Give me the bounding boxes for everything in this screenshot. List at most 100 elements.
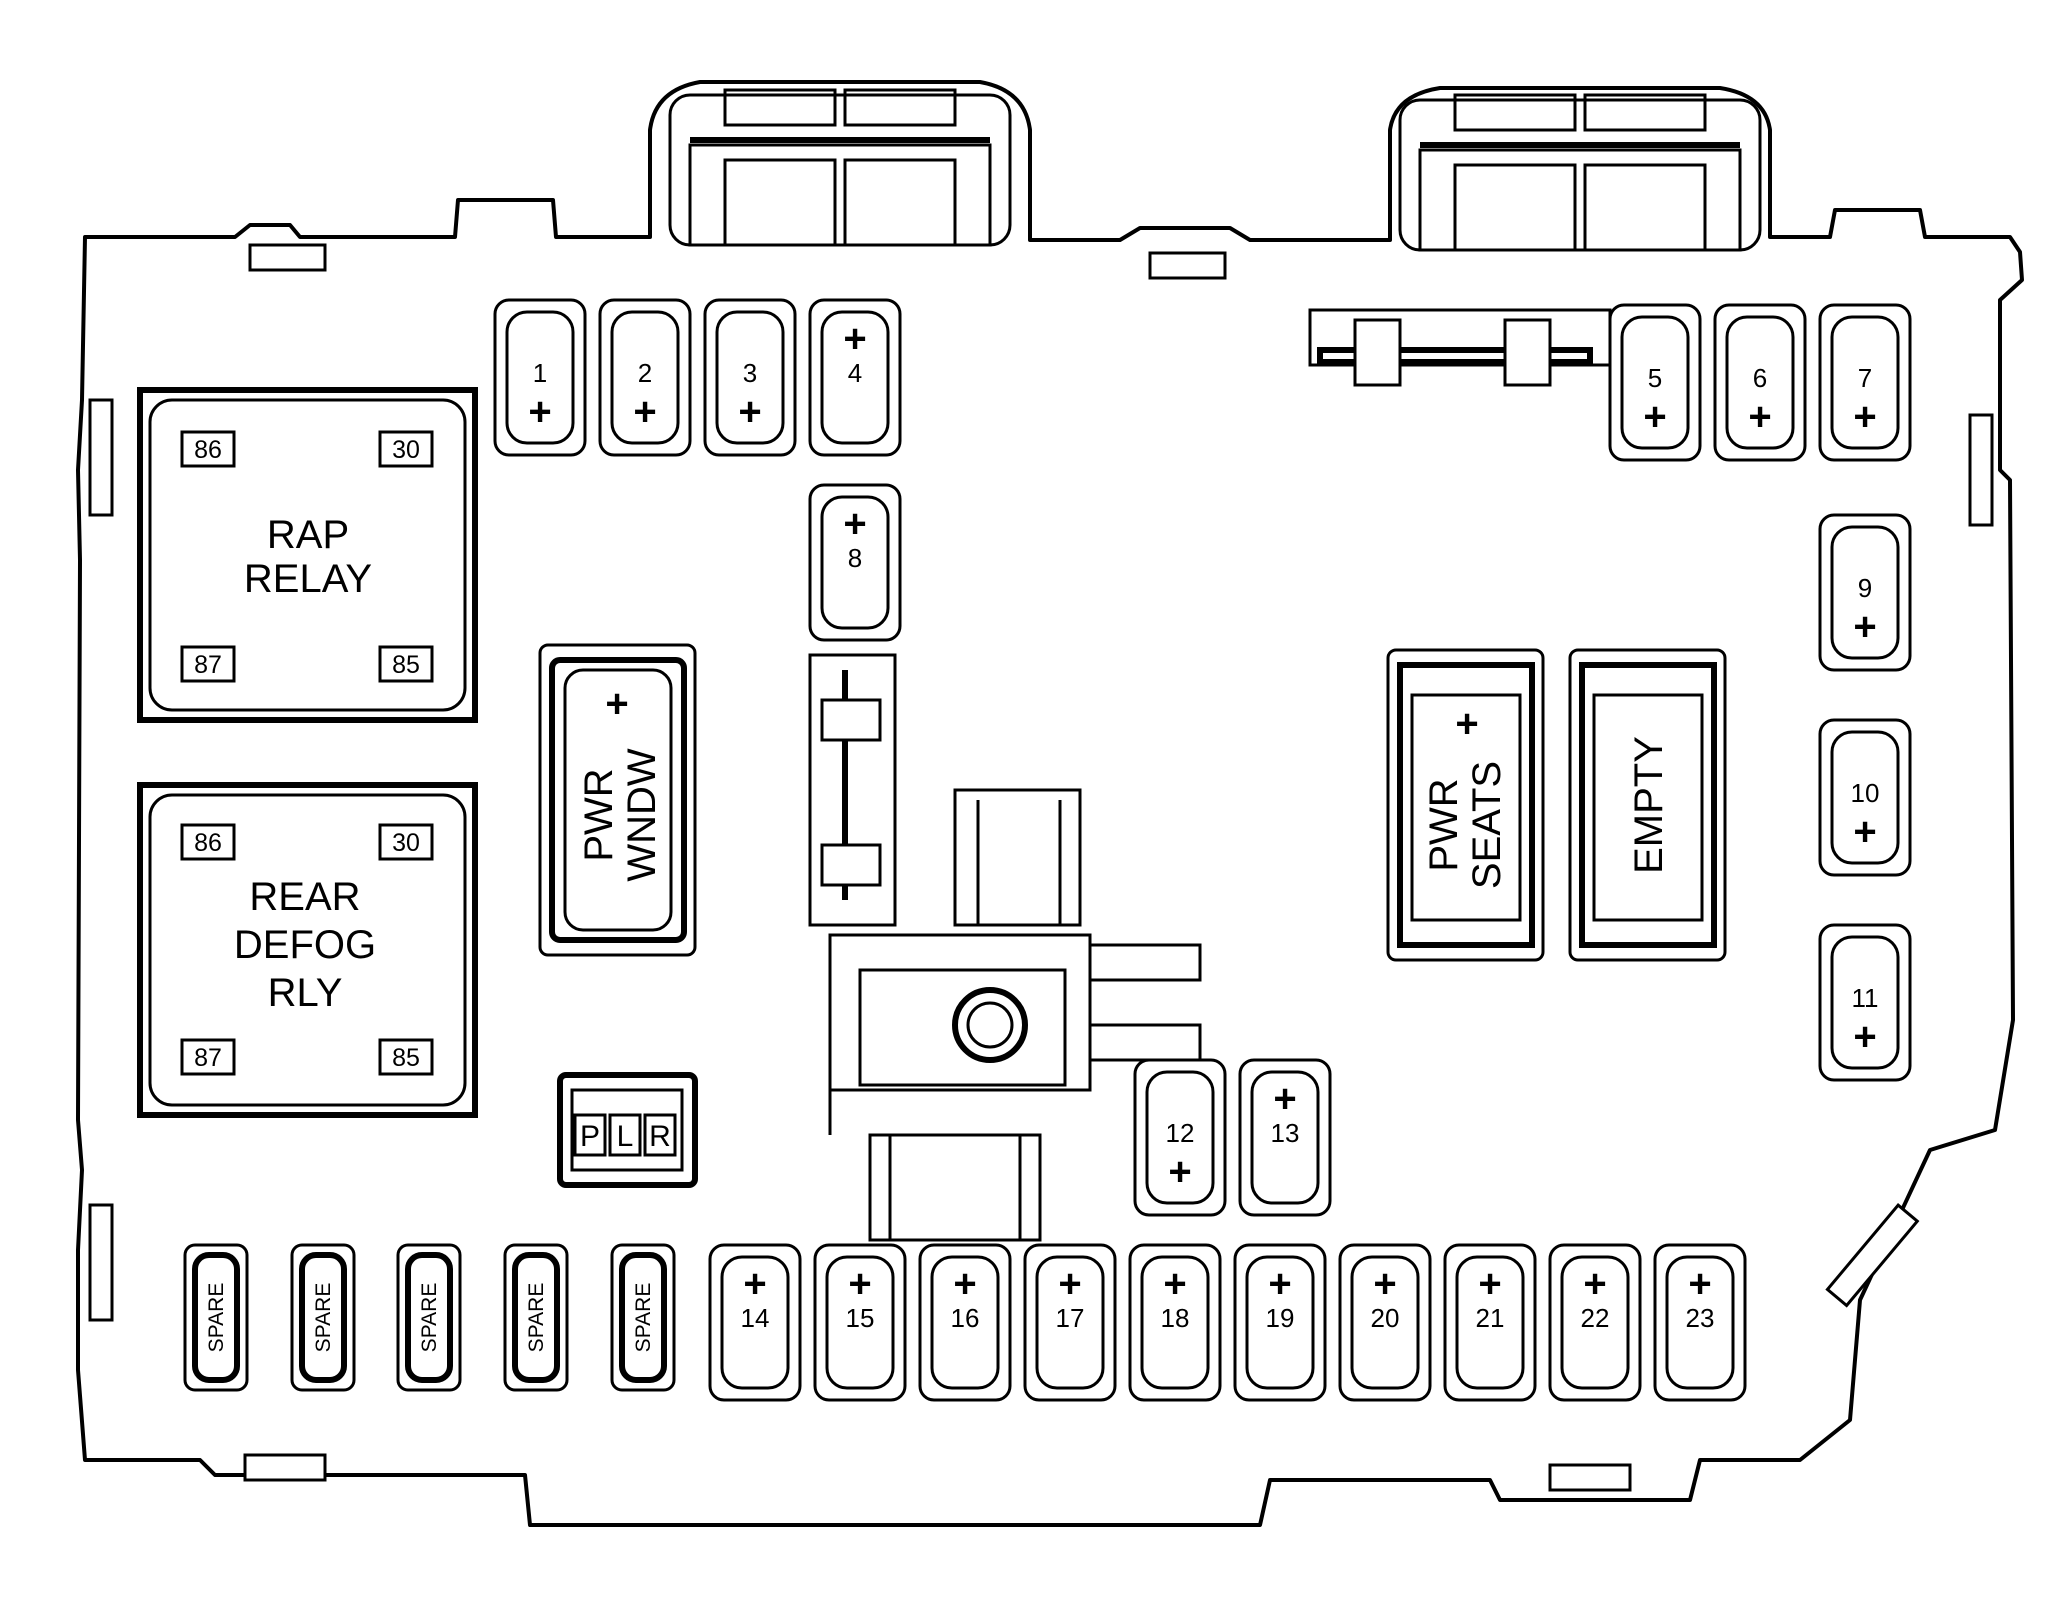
fuse-window [825,1255,895,1390]
spare-body [396,1243,462,1392]
fuse-window [1140,1255,1210,1390]
fuse-window [1245,1255,1315,1390]
fuse-body [1023,1243,1117,1402]
spare-body [610,1243,676,1392]
fuse-plus: + [953,1262,976,1306]
fuse-23: 23+ [1653,1243,1747,1402]
fuse-20: 20+ [1338,1243,1432,1402]
fuse-window [1830,935,1900,1070]
fuse-plus: + [1478,1262,1501,1306]
upper-right-rail [1308,308,1612,387]
fuse-window [1620,315,1690,450]
fuse-4: 4+ [808,298,902,457]
fuse-number: 5 [1648,363,1662,393]
housing-clips [88,243,1994,1492]
fuse-5: 5+ [1608,303,1702,462]
fuse-window [1350,1255,1420,1390]
relay-label-line: RAP [267,513,349,557]
fuse-window [720,1255,790,1390]
fuse-plus: + [1583,1262,1606,1306]
spare-body [503,1243,569,1392]
fuse-number: 3 [743,358,757,388]
fuse-number: 14 [741,1303,770,1333]
fuse-number: 23 [1686,1303,1715,1333]
fuse-8: 8+ [808,483,902,642]
fuse-17: 17+ [1023,1243,1117,1402]
fuse-plus: + [743,1262,766,1306]
relay-label-line: DEFOG [234,923,376,967]
fuse-11: 11+ [1818,923,1912,1082]
spare-fuse: SPARE [183,1243,249,1392]
relay-pin-label: 86 [194,436,222,464]
breaker-label-line: EMPTY [1627,736,1671,874]
fuse-window [1830,730,1900,865]
spare-fuse: SPARE [503,1243,569,1392]
spare-label: SPARE [312,1283,335,1353]
relay-label-line: RLY [268,971,343,1015]
fuse-number: 16 [951,1303,980,1333]
ground-stud-icon [952,987,1028,1063]
fuse-plus: + [1058,1262,1081,1306]
fuse-number: 20 [1371,1303,1400,1333]
fuse-plus: + [528,390,551,434]
fuse-window [1455,1255,1525,1390]
fuse-body [598,298,692,457]
fuse-18: 18+ [1128,1243,1222,1402]
center-bracket [808,653,1202,1242]
fuse-number: 9 [1858,573,1872,603]
fuse-body [1818,513,1912,672]
relay-rear-defog: REAR DEFOG RLY 86 30 87 85 [137,782,478,1118]
fuse-plus: + [633,390,656,434]
spare-label: SPARE [525,1283,548,1353]
fuse-window [715,310,785,445]
fuse-plus: + [1853,1015,1876,1059]
fuse-body [1338,1243,1432,1402]
fuse-window [1145,1070,1215,1205]
fuse-plus: + [1853,605,1876,649]
relay-pin-label: 30 [392,829,420,857]
fuse-plus: + [848,1262,871,1306]
fuse-body [813,1243,907,1402]
fuse-window [1830,315,1900,450]
breaker-label-line: WNDW [620,748,664,882]
fuse-body [1443,1243,1537,1402]
fuse-12: 12+ [1133,1058,1227,1217]
fuse-16: 16+ [918,1243,1012,1402]
fuse-body [1713,303,1807,462]
fuse-1: 1+ [493,298,587,457]
fuse-number: 22 [1581,1303,1610,1333]
fuse-10: 10+ [1818,718,1912,877]
spare-label: SPARE [418,1283,441,1353]
fuse-window [1250,1070,1320,1205]
fuse-window [820,495,890,630]
fuse-body [918,1243,1012,1402]
spare-window [512,1252,560,1383]
relay-label-line: REAR [249,875,360,919]
fuse-plus: + [1273,1077,1296,1121]
fuse-body [1818,303,1912,462]
fuse-22: 22+ [1548,1243,1642,1402]
fuse-19: 19+ [1233,1243,1327,1402]
fuse-window [820,310,890,445]
relay-label-line: RELAY [244,557,372,601]
fuse-body [1818,718,1912,877]
fuse-number: 1 [533,358,547,388]
fuse-2: 2+ [598,298,692,457]
fuse-body [703,298,797,457]
fuse-3: 3+ [703,298,797,457]
diode-plr: P L R [557,1072,698,1188]
fuse-body [493,298,587,457]
fuse-window [1560,1255,1630,1390]
fuse-21: 21+ [1443,1243,1537,1402]
spare-body [290,1243,356,1392]
relay-pin-label: 30 [392,436,420,464]
fuse-number: 17 [1056,1303,1085,1333]
fuse-number: 18 [1161,1303,1190,1333]
fuse-14: 14+ [708,1243,802,1402]
fuse-plus: + [1268,1262,1291,1306]
fuse-body [1608,303,1702,462]
fuse-number: 19 [1266,1303,1295,1333]
fuse-number: 10 [1851,778,1880,808]
relay-pin-label: 87 [194,1044,222,1072]
